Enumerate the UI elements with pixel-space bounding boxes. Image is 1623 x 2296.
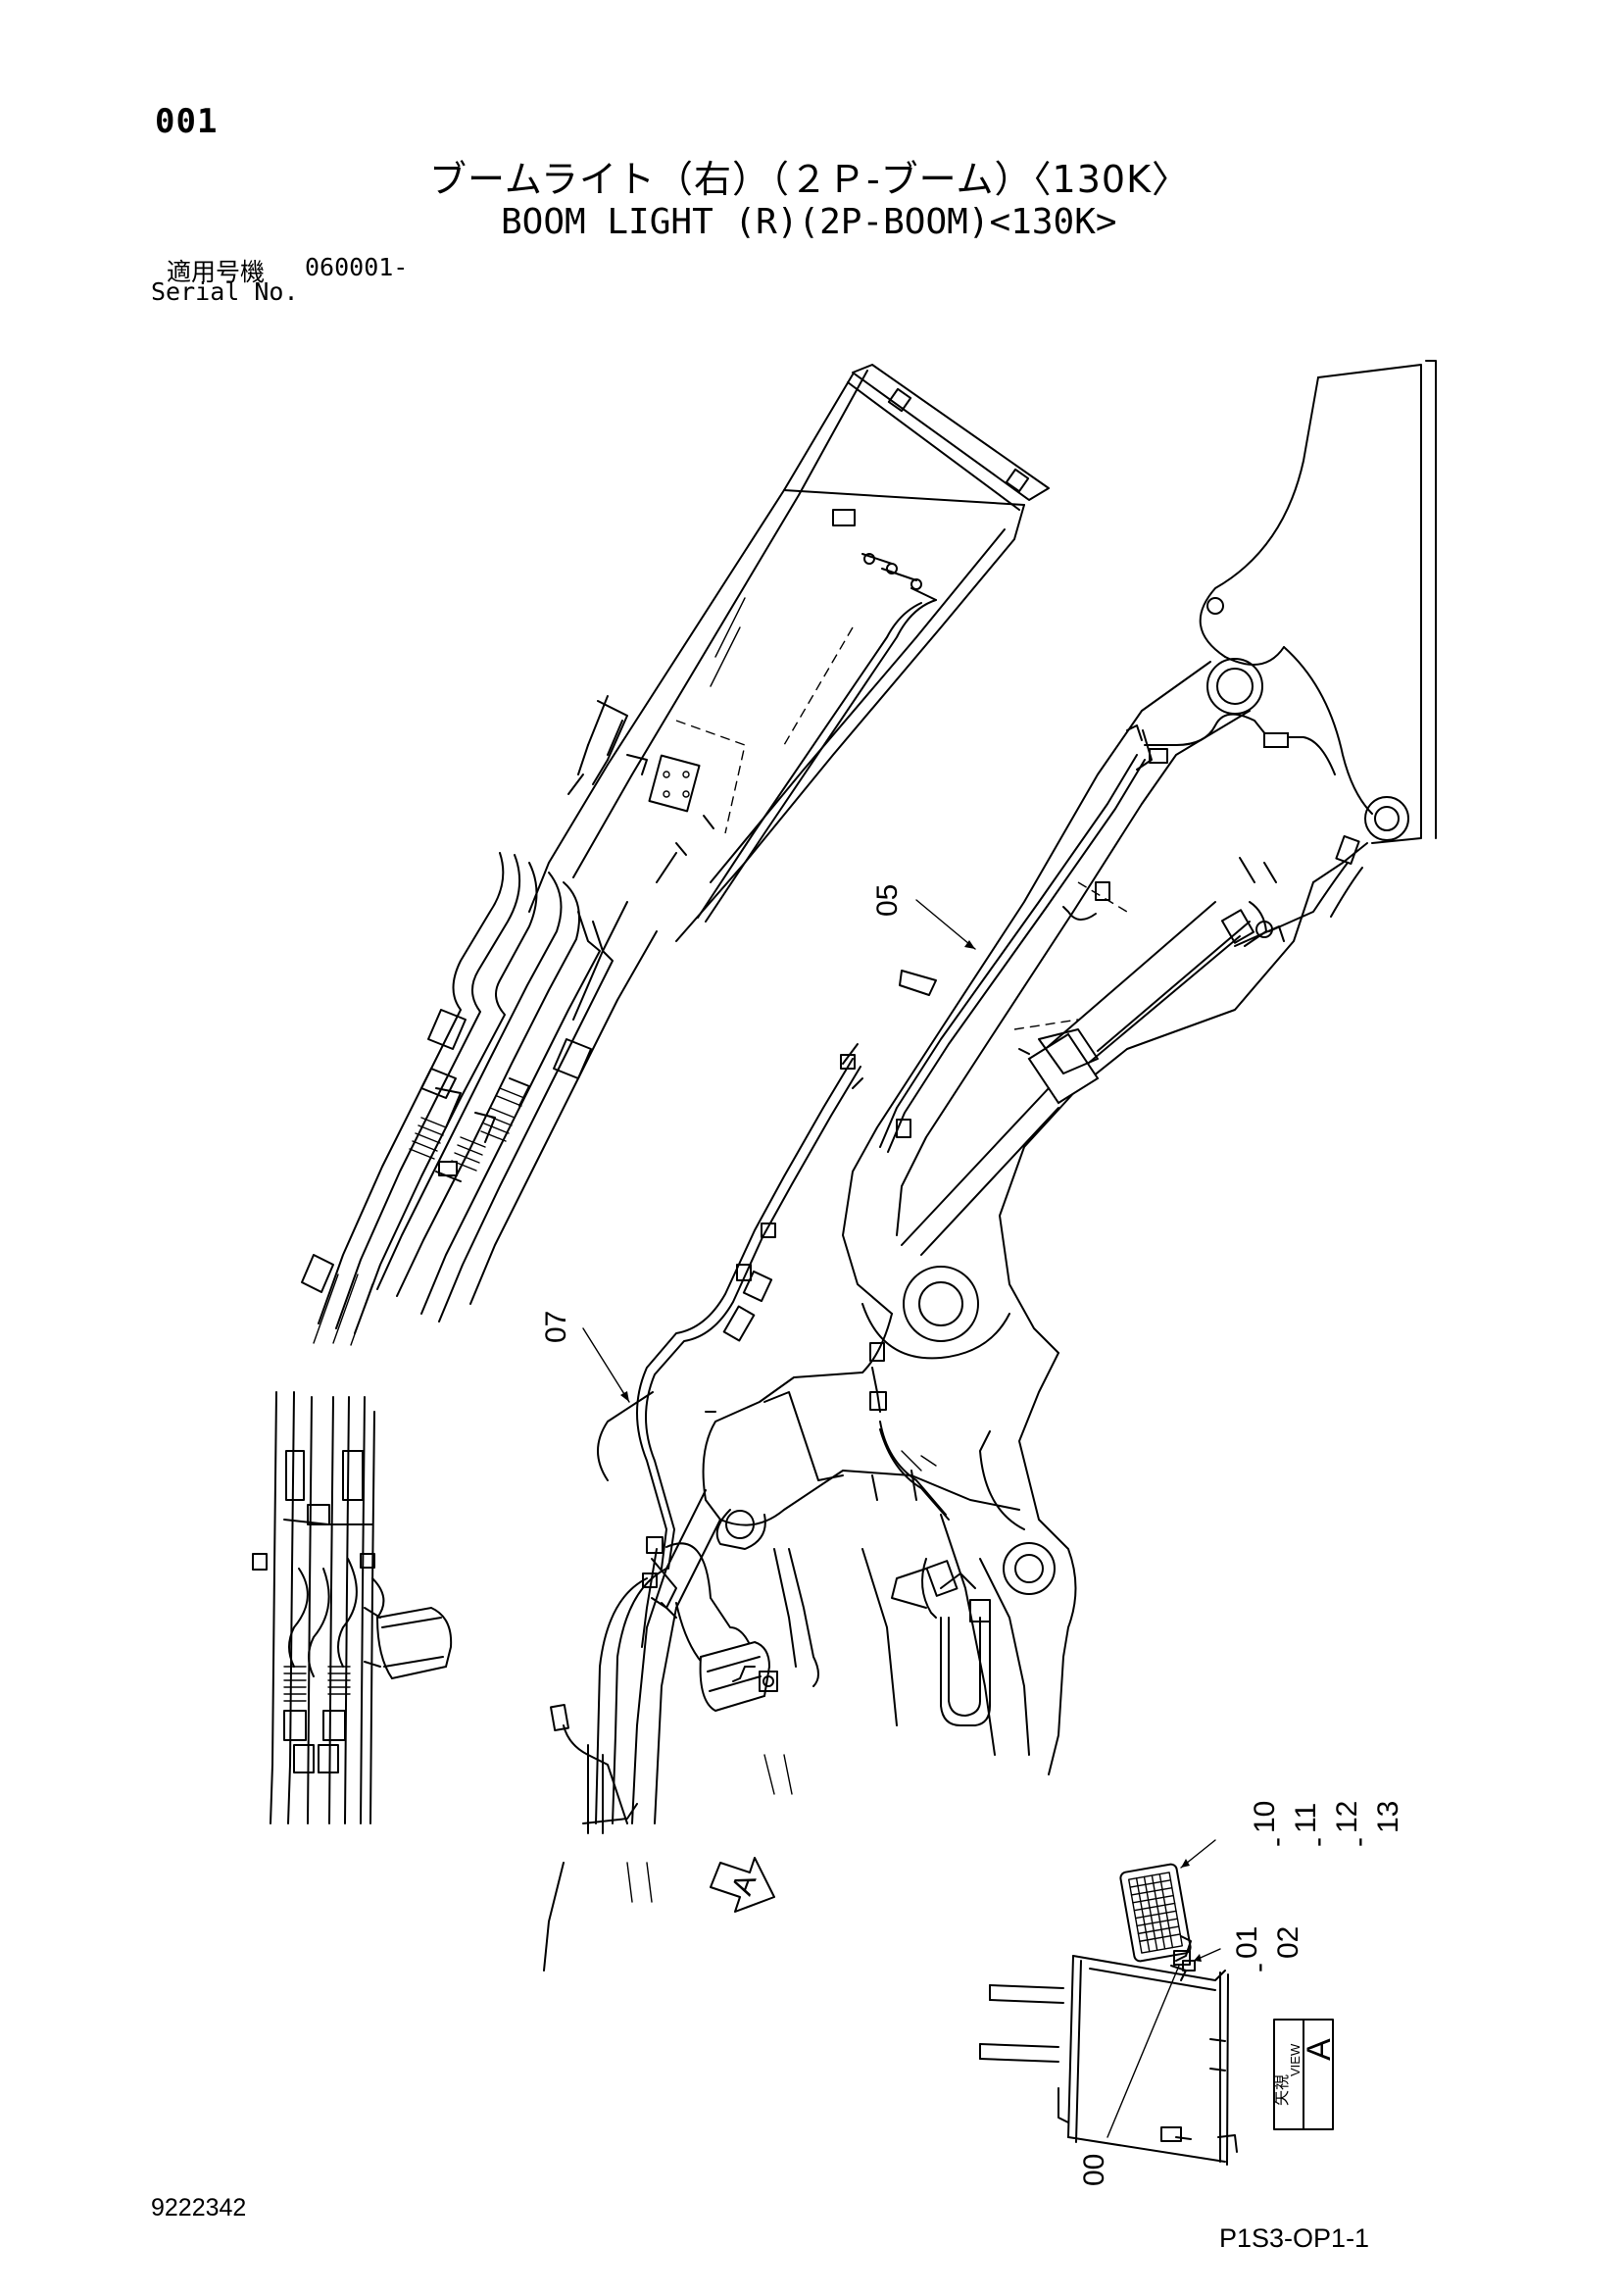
serial-label-english: Serial No. <box>151 277 299 306</box>
serial-value: 060001- <box>305 253 409 281</box>
document-number: 9222342 <box>151 2194 247 2221</box>
separator-01-02: - <box>1243 1963 1275 1972</box>
separator-11-12: - <box>1302 1837 1334 1847</box>
boom-structure <box>631 360 1437 1824</box>
page-code: P1S3-OP1-1 <box>1219 2223 1370 2253</box>
front-harness-07 <box>543 1043 863 1972</box>
callout-12: 12 <box>1331 1801 1363 1833</box>
boom-cylinder <box>901 834 1363 1256</box>
page-title-english: BOOM LIGHT (R)(2P-BOOM)<130K> <box>501 202 1117 242</box>
callout-labels: 05 07 10 11 12 13 - - - 01 02 - 00 A 矢視 … <box>540 884 1404 2186</box>
callout-leaders <box>582 899 1221 2138</box>
serial-label-japanese: 適用号機 <box>167 258 266 286</box>
lower-left-assembly <box>252 1391 453 1824</box>
cylinder-hoses-left <box>301 852 658 1346</box>
view-a-arrow <box>710 1857 775 1913</box>
callout-05: 05 <box>871 884 904 917</box>
callout-11: 11 <box>1290 1803 1322 1833</box>
view-label-letter: A <box>1301 2038 1338 2061</box>
separator-12-13: - <box>1343 1837 1375 1847</box>
callout-07: 07 <box>540 1311 572 1343</box>
separator-10-11: - <box>1260 1837 1293 1847</box>
arm-assembly <box>528 364 1050 942</box>
view-label-english: VIEW <box>1288 2043 1303 2076</box>
callout-13: 13 <box>1372 1801 1404 1833</box>
callout-00: 00 <box>1078 2154 1110 2186</box>
page-title-japanese: ブームライト（右）（２Ｐ-ブーム）〈130K〉 <box>429 158 1190 201</box>
callout-02: 02 <box>1272 1926 1304 1959</box>
view-a-detail <box>979 1863 1334 2166</box>
view-label-japanese: 矢視 <box>1272 2074 1291 2106</box>
boom-harness-05 <box>869 713 1336 1521</box>
callout-01: 01 <box>1231 1926 1263 1959</box>
callout-10: 10 <box>1249 1801 1281 1833</box>
page-number: 001 <box>155 102 219 141</box>
